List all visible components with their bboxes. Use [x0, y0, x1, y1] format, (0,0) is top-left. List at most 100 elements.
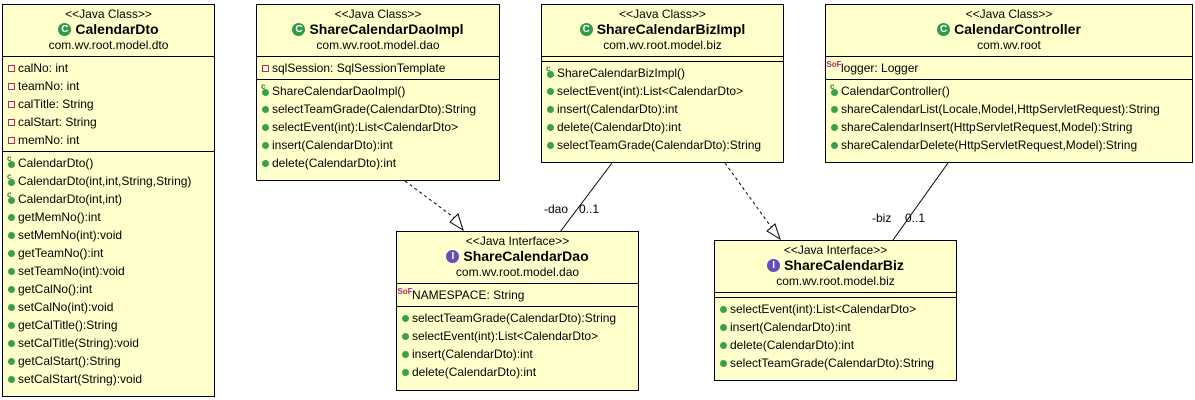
- private-field-icon: [7, 82, 15, 90]
- constructor-icon: c: [261, 83, 269, 96]
- method-row: selectTeamGrade(CalendarDto):String: [542, 136, 783, 154]
- public-method-icon: [546, 105, 554, 113]
- public-method-icon: [401, 314, 409, 322]
- stereotype: <<Java Class>>: [334, 7, 422, 21]
- method-row: shareCalendarInsert(HttpServletRequest,M…: [826, 118, 1192, 136]
- method-row: insert(CalendarDto):int: [257, 136, 499, 154]
- dao-multiplicity-label: 0..1: [579, 202, 600, 216]
- class-icon: C: [579, 23, 593, 36]
- public-method-icon: [7, 375, 15, 383]
- method-row: delete(CalendarDto):int: [715, 336, 956, 354]
- method-row: setCalTitle(String):void: [3, 334, 214, 352]
- attribute-row: calNo: int: [3, 59, 214, 77]
- attributes-section: sqlSession: SqlSessionTemplate: [257, 57, 499, 80]
- class-icon: C: [292, 23, 306, 36]
- method-row: setCalNo(int):void: [3, 298, 214, 316]
- package-name: com.wv.root.model.dao: [455, 265, 580, 279]
- constructor-icon: c: [546, 65, 554, 78]
- method-row: setCalStart(String):void: [3, 370, 214, 388]
- realization-edge-biz: [724, 162, 775, 232]
- interface-icon: I: [767, 259, 781, 272]
- public-method-icon: [546, 87, 554, 95]
- public-method-icon: [7, 321, 15, 329]
- method-row: selectEvent(int):List<CalendarDto>: [715, 300, 956, 318]
- attribute-row: calTitle: String: [3, 95, 214, 113]
- method-row: getTeamNo():int: [3, 244, 214, 262]
- method-row: insert(CalendarDto):int: [715, 318, 956, 336]
- private-field-icon: [7, 136, 15, 144]
- stereotype: <<Java Class>>: [65, 7, 152, 21]
- method-row: delete(CalendarDto):int: [257, 154, 499, 172]
- package-name: com.wv.root.model.dto: [48, 38, 169, 52]
- method-row: delete(CalendarDto):int: [542, 118, 783, 136]
- method-row: getCalStart():String: [3, 352, 214, 370]
- method-row: selectTeamGrade(CalendarDto):String: [715, 354, 956, 372]
- association-edge-dao: [559, 162, 613, 233]
- public-method-icon: [7, 357, 15, 365]
- public-method-icon: [719, 305, 727, 313]
- public-method-icon: [719, 359, 727, 367]
- private-field-icon: [7, 100, 15, 108]
- public-method-icon: [7, 285, 15, 293]
- public-method-icon: [830, 105, 838, 113]
- private-field-icon: [7, 64, 15, 72]
- attribute-row: teamNo: int: [3, 77, 214, 95]
- public-method-icon: [830, 123, 838, 131]
- methods-section: selectEvent(int):List<CalendarDto> inser…: [715, 298, 956, 374]
- stereotype: <<Java Interface>>: [783, 243, 888, 257]
- method-row: setTeamNo(int):void: [3, 262, 214, 280]
- public-method-icon: [719, 323, 727, 331]
- public-method-icon: [546, 141, 554, 149]
- public-method-icon: [546, 123, 554, 131]
- method-row: getCalTitle():String: [3, 316, 214, 334]
- public-method-icon: [261, 141, 269, 149]
- public-method-icon: [7, 213, 15, 221]
- public-method-icon: [7, 303, 15, 311]
- public-method-icon: [401, 332, 409, 340]
- constructor-icon: c: [7, 155, 15, 168]
- public-method-icon: [7, 231, 15, 239]
- method-row: selectEvent(int):List<CalendarDto>: [542, 82, 783, 100]
- public-method-icon: [261, 105, 269, 113]
- method-row: setMemNo(int):void: [3, 226, 214, 244]
- class-icon: C: [937, 23, 951, 36]
- attribute-row: calStart: String: [3, 113, 214, 131]
- public-method-icon: [830, 141, 838, 149]
- method-row: selectTeamGrade(CalendarDto):String: [257, 100, 499, 118]
- package-name: com.wv.root.model.biz: [776, 274, 895, 288]
- attributes-section: calNo: int teamNo: int calTitle: String …: [3, 57, 214, 152]
- biz-multiplicity-label: 0..1: [905, 211, 926, 225]
- method-row: selectEvent(int):List<CalendarDto>: [397, 327, 638, 345]
- dao-role-label: -dao: [544, 202, 569, 216]
- constructor-icon: c: [7, 173, 15, 186]
- class-icon: C: [58, 23, 72, 36]
- public-method-icon: [7, 339, 15, 347]
- static-final-field-icon: SoF: [826, 60, 842, 69]
- realization-edge-dao: [404, 180, 461, 223]
